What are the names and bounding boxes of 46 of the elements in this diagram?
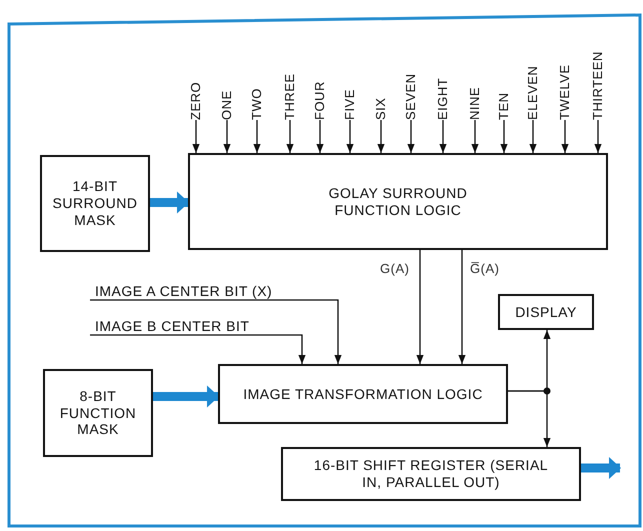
input-label: TWELVE	[558, 64, 572, 120]
arrow	[500, 120, 508, 153]
input-label: ONE	[220, 90, 234, 120]
input-label: TEN	[497, 92, 511, 120]
arrow	[416, 250, 424, 364]
edge-label: G̅(A)	[470, 261, 500, 276]
arrow	[286, 120, 294, 153]
process-box: DISPLAY	[498, 294, 594, 330]
input-label: SEVEN	[404, 73, 418, 120]
input-label: ELEVEN	[526, 66, 540, 120]
process-box: IMAGE TRANSFORMATION LOGIC	[218, 364, 508, 424]
bus-arrow	[153, 386, 219, 408]
signal-label: IMAGE B CENTER BIT	[95, 318, 250, 334]
arrow	[594, 120, 602, 153]
arrow	[439, 120, 447, 153]
process-box: GOLAY SURROUND FUNCTION LOGIC	[188, 153, 608, 250]
arrow	[377, 120, 385, 153]
arrow	[346, 120, 354, 153]
arrow	[90, 334, 306, 364]
process-box: 16-BIT SHIFT REGISTER (SERIAL IN, PARALLEL OUT)	[281, 447, 581, 501]
input-label: TWO	[250, 88, 264, 120]
process-box: 8-BIT FUNCTION MASK	[43, 369, 153, 457]
input-label: THIRTEEN	[591, 51, 605, 120]
arrow	[90, 299, 342, 364]
arrow	[192, 120, 200, 153]
arrow	[253, 120, 261, 153]
input-label: THREE	[283, 73, 297, 120]
input-label: ZERO	[189, 82, 203, 120]
arrow	[407, 120, 415, 153]
process-box: 14-BIT SURROUND MASK	[40, 155, 150, 252]
signal-label: IMAGE A CENTER BIT (X)	[95, 283, 272, 299]
edge-label: G(A)	[380, 261, 410, 276]
arrow	[529, 120, 537, 153]
arrow	[223, 120, 231, 153]
arrow	[471, 120, 479, 153]
bus-arrow	[150, 192, 189, 214]
input-label: FIVE	[343, 89, 357, 120]
arrow	[458, 250, 466, 364]
input-label: NINE	[468, 86, 482, 120]
arrow	[508, 390, 551, 447]
arrow	[316, 120, 324, 153]
arrow	[561, 120, 569, 153]
input-label: FOUR	[313, 81, 327, 120]
input-label: EIGHT	[436, 78, 450, 120]
bus-arrow	[581, 457, 621, 479]
input-label: SIX	[374, 98, 388, 120]
